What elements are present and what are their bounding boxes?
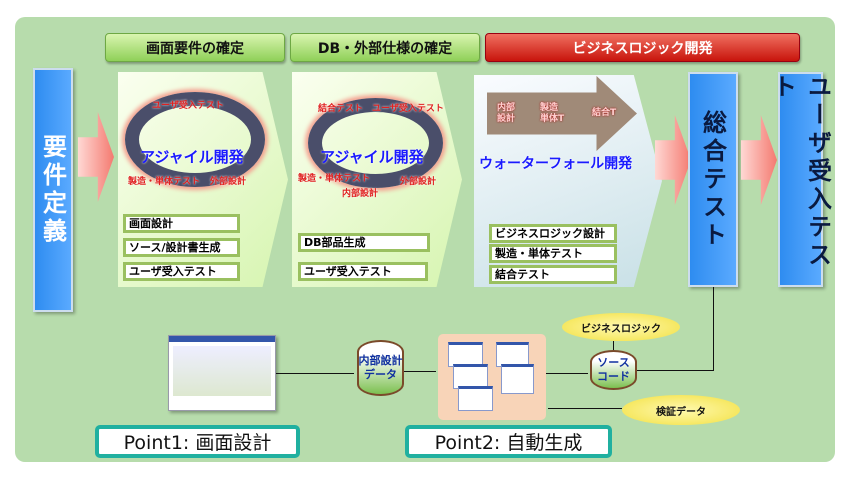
cycle-label: ユーザ受入テスト [372, 104, 444, 114]
task-item: DB部品生成 [298, 233, 430, 252]
task-item: ユーザ受入テスト [123, 262, 240, 281]
connector-line [713, 287, 714, 371]
task-item: 製造・単体テスト [489, 244, 617, 263]
cycle-label: 製造・単体テスト [298, 174, 371, 184]
cycle-label: 結合テスト [318, 104, 364, 114]
connector-line [404, 371, 436, 372]
point1-label: Point1: 画面設計 [95, 425, 300, 458]
task-item: ソース/設計書生成 [123, 238, 240, 257]
cycle-label: 製造・単体テスト [128, 177, 201, 187]
internal-design-data-db: 内部設計 データ [357, 340, 404, 396]
task-item: ビジネスロジック設計 [489, 224, 617, 243]
header-business-logic: ビジネスロジック開発 [485, 33, 800, 62]
waterfall-step: 結合T [592, 108, 617, 118]
connector-line [276, 373, 354, 374]
task-item: 画面設計 [123, 214, 240, 233]
phase-title: アジャイル開発 [140, 148, 244, 166]
source-code-db: ソース コード [590, 350, 637, 390]
connector-line [546, 373, 588, 374]
auto-generation-panel [438, 334, 546, 420]
connector-line [613, 341, 614, 351]
header-db-spec: DB・外部仕様の確定 [290, 33, 480, 62]
stage-acceptance-test: ユーザ受入テスト [769, 72, 832, 287]
waterfall-step: 製造 単体T [540, 103, 565, 124]
phase-title: ウォーターフォール開発 [479, 156, 633, 172]
verify-data-bubble: 検証データ [622, 395, 740, 425]
cycle-label: 外部設計 [210, 177, 247, 187]
waterfall-step: 内部 設計 [497, 103, 516, 124]
task-item: 結合テスト [489, 265, 617, 284]
point2-label: Point2: 自動生成 [405, 425, 612, 458]
task-item: ユーザ受入テスト [298, 262, 428, 281]
header-screen-requirements: 画面要件の確定 [105, 33, 285, 62]
cycle-label: 内部設計 [342, 189, 379, 199]
cycle-label: 外部設計 [400, 177, 437, 187]
stage-requirements: 要件定義 [33, 68, 73, 312]
stage-integration-test: 総合テスト [688, 72, 738, 287]
business-logic-bubble: ビジネスロジック [562, 313, 680, 341]
connector-line [548, 408, 622, 409]
phase-title: アジャイル開発 [320, 148, 424, 166]
cycle-label: ユーザ受入テスト [152, 101, 224, 111]
screen-design-screenshot [168, 335, 276, 411]
connector-line [637, 370, 714, 371]
